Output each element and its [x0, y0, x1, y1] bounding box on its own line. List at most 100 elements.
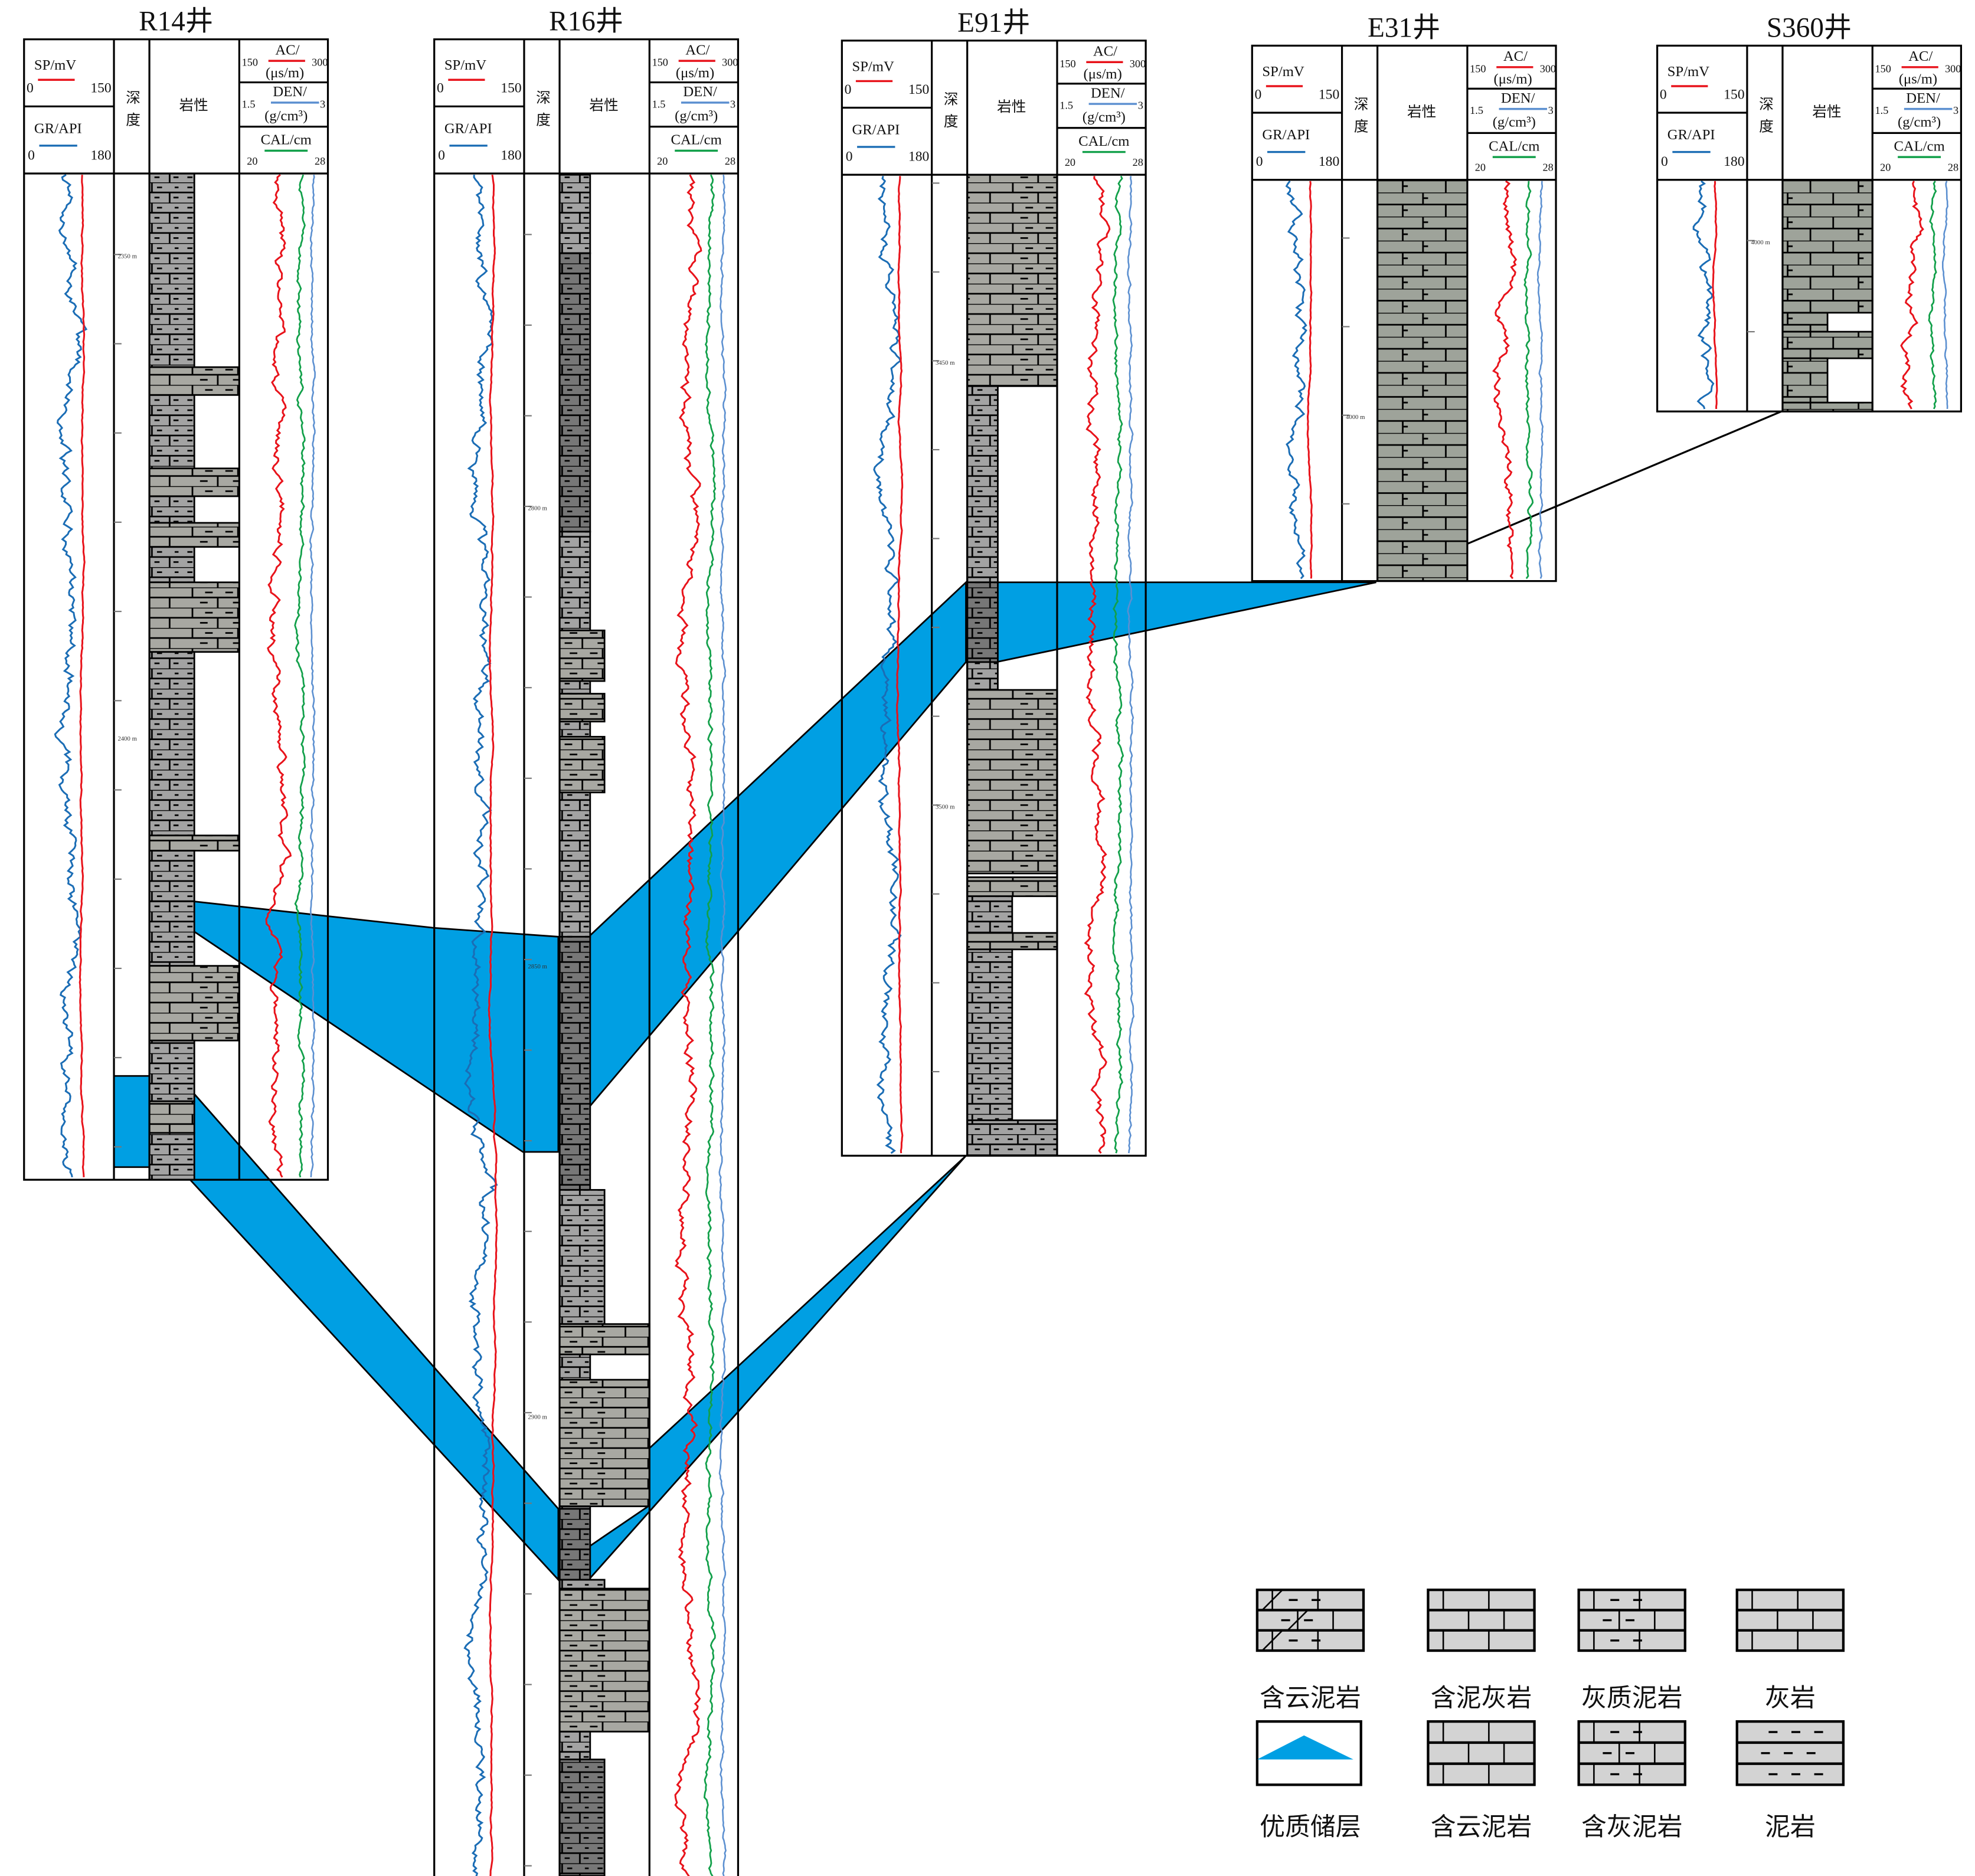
- ac-unit: (μs/m): [676, 65, 714, 81]
- sp-header-label: SP/mV: [1667, 64, 1709, 80]
- legend-swatch: [1427, 1588, 1536, 1652]
- ac-min: 150: [1470, 63, 1486, 74]
- legend-swatch: [1735, 1588, 1845, 1652]
- lithology-header: 岩性: [1812, 103, 1841, 120]
- ac-max: 300: [1130, 58, 1146, 70]
- den-min: 1.5: [1060, 100, 1073, 112]
- lithology-column: [1781, 179, 1873, 412]
- den-unit: (g/cm³): [264, 108, 308, 124]
- cal-header-label: CAL/cm: [261, 132, 312, 148]
- sp-min: 0: [845, 82, 852, 97]
- cal-min: 20: [247, 155, 257, 167]
- legend-item-dolomite-bearing-mudstone: 含云泥岩: [1427, 1720, 1536, 1841]
- lithology-interval: [148, 546, 195, 584]
- cal-header-label: CAL/cm: [1078, 133, 1129, 149]
- high-quality-reservoir-correlation: [587, 580, 967, 1110]
- depth-label: 2900 m: [528, 1414, 547, 1421]
- den-min: 1.5: [1470, 104, 1483, 116]
- ac-max: 300: [722, 57, 738, 68]
- legend-item-muddy-limestone: 含泥灰岩: [1427, 1588, 1536, 1712]
- ac-curve: [1084, 176, 1111, 1154]
- den-min: 1.5: [1875, 104, 1889, 116]
- ac-header-label: AC/: [685, 42, 709, 58]
- ac-header-label: AC/: [1908, 48, 1933, 64]
- sp-header-label: SP/mV: [34, 57, 76, 73]
- legend-label: 灰岩: [1765, 1684, 1816, 1712]
- legend-item-calcareous-mudstone: 灰质泥岩: [1577, 1588, 1686, 1712]
- well-frame: [1251, 44, 1557, 582]
- lithology-interval: [148, 172, 195, 368]
- sp-max: 150: [908, 82, 929, 97]
- lithology-interval: [148, 394, 195, 470]
- den-curve: [1536, 181, 1544, 579]
- gr-max: 180: [90, 148, 111, 163]
- lithology-header: 岩性: [1407, 103, 1436, 120]
- lithology-column: [1376, 179, 1469, 582]
- legend-swatch: [1427, 1720, 1536, 1786]
- ac-curve: [1900, 181, 1924, 410]
- cal-curve: [294, 174, 306, 1178]
- well-frame: [1656, 44, 1963, 412]
- ac-max: 300: [1540, 63, 1556, 74]
- legend-item-lime-bearing-mudstone: 含灰泥岩: [1577, 1720, 1686, 1841]
- sp-max: 150: [90, 81, 111, 96]
- depth-header: 深度: [534, 90, 551, 134]
- ac-max: 300: [1945, 63, 1961, 74]
- lithology-interval: [558, 693, 606, 723]
- den-curve: [718, 174, 727, 1876]
- den-header-label: DEN/: [1906, 90, 1940, 106]
- legend-item-high-quality-reservoir: 优质储层: [1255, 1720, 1362, 1841]
- lithology-interval: [966, 932, 1058, 951]
- den-header-label: DEN/: [273, 84, 307, 100]
- gr-curve: [873, 175, 902, 1154]
- ac-header-label: AC/: [1093, 44, 1117, 60]
- sp-curve: [896, 176, 904, 1154]
- gr-min: 0: [846, 149, 853, 165]
- den-max: 3: [730, 98, 735, 110]
- lithology-interval: [1781, 179, 1873, 314]
- lithology-interval: [148, 850, 195, 902]
- legend-label: 优质储层: [1260, 1813, 1361, 1841]
- well-frame: [841, 40, 1147, 1157]
- ac-min: 150: [652, 57, 668, 68]
- lithology-interval: [966, 661, 999, 691]
- gr-header-label: GR/API: [1667, 127, 1715, 143]
- sp-curve: [488, 174, 498, 1876]
- cal-min: 20: [1065, 156, 1075, 168]
- den-header-label: DEN/: [683, 84, 717, 100]
- lithology-interval: [558, 1730, 591, 1760]
- legend-label: 含云泥岩: [1431, 1813, 1532, 1841]
- lithology-interval: [558, 935, 591, 1191]
- ac-curve: [1492, 180, 1518, 580]
- high-quality-reservoir-correlation: [995, 581, 1376, 663]
- lithology-interval: [558, 736, 606, 794]
- legend-label: 含灰泥岩: [1581, 1813, 1683, 1841]
- depth-label: 2850 m: [528, 963, 547, 970]
- gr-max: 180: [1319, 154, 1339, 169]
- lithology-interval: [966, 1119, 1058, 1157]
- lithology-interval: [1376, 179, 1469, 582]
- lithology-interval: [558, 1587, 650, 1733]
- depth-label: 3450 m: [936, 359, 955, 366]
- lithology-interval: [966, 876, 1058, 898]
- gr-max: 180: [1724, 154, 1744, 169]
- cal-curve: [1928, 181, 1937, 410]
- depth-label: 3500 m: [936, 804, 955, 811]
- den-curve: [309, 174, 316, 1178]
- gr-curve: [1692, 180, 1715, 410]
- lithology-interval: [148, 1100, 195, 1134]
- sp-curve: [1712, 181, 1718, 409]
- ac-header-label: AC/: [275, 42, 299, 58]
- lithology-interval: [148, 900, 195, 967]
- gr-curve: [54, 173, 88, 1178]
- ac-min: 150: [1060, 58, 1075, 70]
- depth-label: 4000 m: [1346, 414, 1365, 421]
- ac-max: 300: [312, 57, 328, 68]
- lithology-interval: [558, 1579, 606, 1590]
- high-quality-reservoir-correlation: [191, 900, 560, 1153]
- lithology-interval: [148, 495, 195, 524]
- den-max: 3: [1953, 104, 1958, 116]
- ac-unit: (μs/m): [1899, 71, 1937, 87]
